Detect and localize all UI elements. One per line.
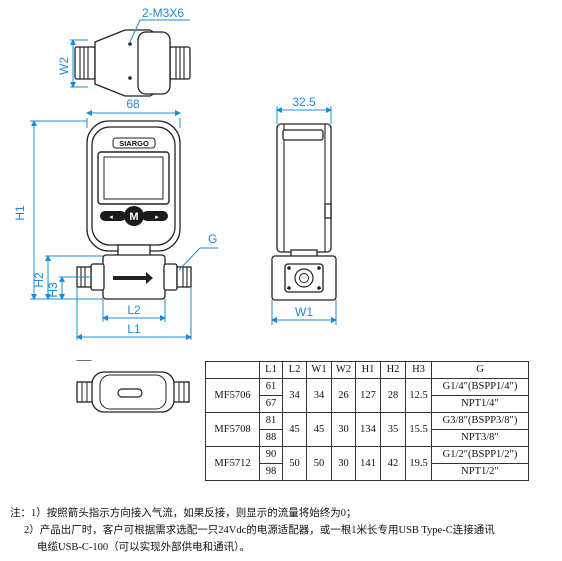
h2-cell: 28 [380,378,406,413]
header-l1: L1 [259,361,283,379]
w1-cell: 34 [306,378,332,413]
top-view: 2-M3X6 W2 [57,6,191,97]
table-row: MF5708 81 45 45 30 134 35 15.5 G3/8″(BSP… [205,412,529,447]
plus-icon: ▸ [155,214,159,221]
w1-label: W1 [295,305,313,319]
side-view: 32.5 W1 [271,95,337,325]
model-cell: MF5706 [205,378,260,413]
l2-cell: 50 [282,446,307,481]
w1-cell: 50 [306,446,332,481]
header-w2: W2 [331,361,356,379]
g-cell: NPT1/4″ [431,395,529,413]
w2-cell: 30 [331,412,356,447]
left-button [100,211,126,221]
model-cell: MF5712 [205,446,260,481]
note-2-cont: 电缆USB-C-100（可以实现外部供电和通讯）。 [37,542,250,553]
depth-325-label: 32.5 [292,95,316,109]
h2-cell: 35 [380,412,406,447]
table-row: 98 NPT1/2″ [206,463,529,481]
h2-cell: 42 [380,446,406,481]
table-row: MF5712 90 50 50 30 141 42 19.5 G1/2″(BSP… [205,446,529,481]
h3-cell: 12.5 [405,378,432,413]
note-2: 2）产品出厂时，客户可根据需求选配一只24Vdc的电源适配器，或一根1米长专用U… [24,525,495,536]
h3-cell: 19.5 [405,446,432,481]
w1-cell: 45 [306,412,332,447]
l2-cell: 45 [282,412,307,447]
l1-cell: 88 [259,429,283,447]
model-cell: MF5708 [205,412,260,447]
right-button [142,211,168,221]
header-g: G [431,361,529,379]
header-h1: H1 [355,361,381,379]
l1-label: L1 [127,322,141,336]
l2-label: L2 [127,303,141,317]
front-view: 68 SIARGO M ◂ ▸ H1 H2 H3 [13,97,218,340]
thread-hatch-right [175,47,185,79]
usb-c-port-icon [117,388,143,398]
h1-cell: 127 [355,378,381,413]
header-l2: L2 [282,361,307,379]
g-cell: G3/8″(BSPP3/8″) [431,412,529,430]
g-cell: G1/2″(BSPP1/2″) [431,446,529,464]
brand-logo: SIARGO [119,139,149,148]
w2-cell: 30 [331,446,356,481]
w2-label: W2 [57,57,71,75]
table-row: MF5706 61 34 34 26 127 28 12.5 G1/4″(BSP… [205,378,529,413]
g-label: G [208,232,217,246]
h1-cell: 141 [355,446,381,481]
mount-screw-label: 2-M3X6 [142,6,184,20]
header-empty [205,361,260,379]
note-1: 注：1）按照箭头指示方向接入气流，如果反接，则显示的流量将始终为0； [10,508,357,519]
mount-hole-icon [128,76,132,80]
table-row: 67 NPT1/4″ [206,395,529,413]
g-cell: NPT1/2″ [431,463,529,481]
l1-cell: 61 [259,378,283,396]
technical-drawing: 2-M3X6 W2 68 SIARGO M ◂ ▸ [13,6,337,361]
header-w1: W1 [306,361,332,379]
header-h3: H3 [405,361,432,379]
spec-table: L1 L2 W1 W2 H1 H2 H3 G MF5706 61 34 34 2… [205,361,529,481]
g-cell: NPT3/8″ [431,429,529,447]
h3-label: H3 [46,282,60,298]
notes: 注：1）按照箭头指示方向接入气流，如果反接，则显示的流量将始终为0； 2）产品出… [10,505,495,556]
h1-label: H1 [13,205,27,221]
mount-hole-icon [128,42,132,46]
minus-icon: ◂ [109,214,113,221]
l1-cell: 98 [259,463,283,481]
g-cell: G1/4″(BSPP1/4″) [431,378,529,396]
l1-cell: 90 [259,446,283,464]
l1-cell: 67 [259,395,283,413]
w2-cell: 26 [331,378,356,413]
m-button [124,206,144,226]
thread-hatch-left [79,47,89,79]
flow-arrow-icon [113,272,153,284]
header-h2: H2 [380,361,406,379]
width-68-label: 68 [126,97,140,111]
h3-cell: 15.5 [405,412,432,447]
l2-cell: 34 [282,378,307,413]
m-button-label: M [129,211,138,223]
l1-cell: 81 [259,412,283,430]
h2-label: H2 [32,272,46,288]
h1-cell: 134 [355,412,381,447]
